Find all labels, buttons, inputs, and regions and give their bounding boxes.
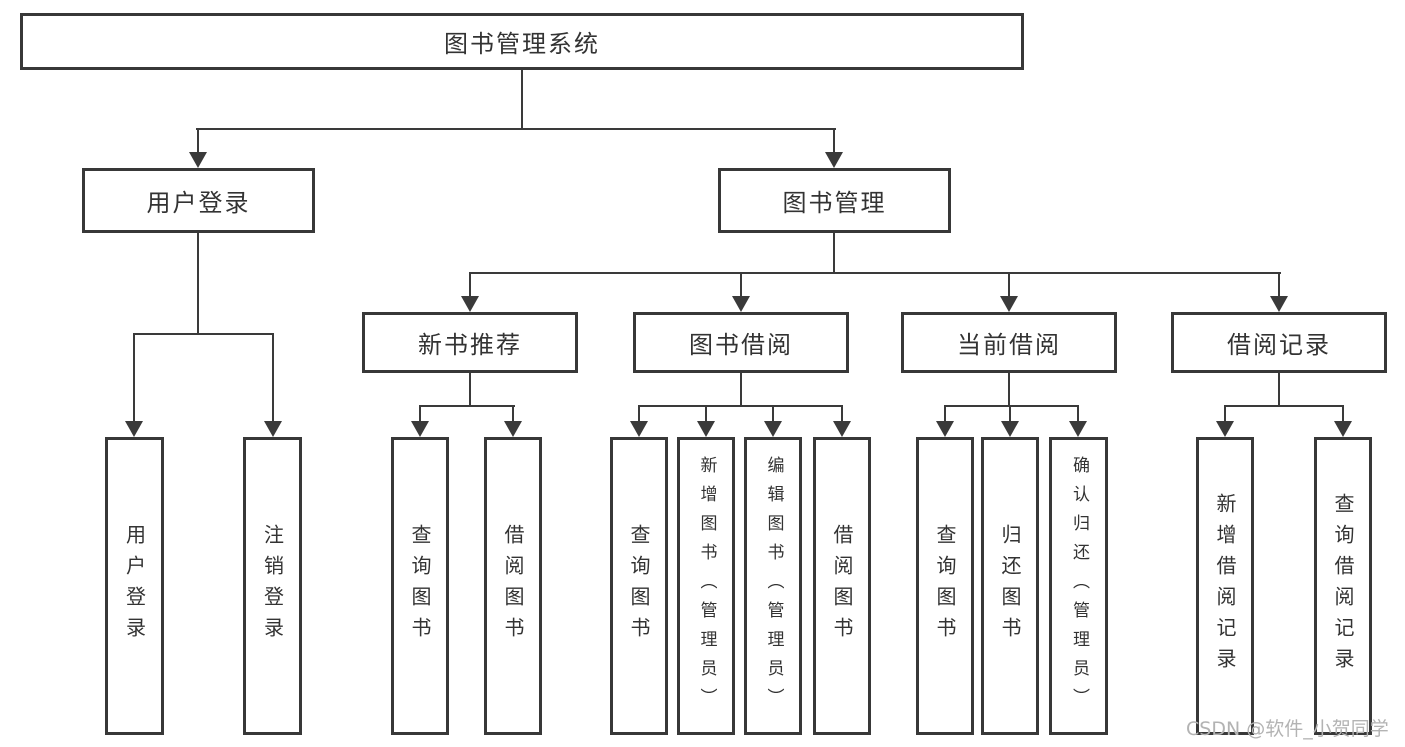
connector-level2-rail [196, 128, 836, 130]
arrowhead-down-icon [1001, 421, 1019, 437]
arrowhead-down-icon [936, 421, 954, 437]
connector-new-book-rec-drop [469, 373, 471, 406]
arrowhead-down-icon [732, 296, 750, 312]
connector-to-bb-borrow [841, 405, 843, 424]
arrowhead-down-icon [1000, 296, 1018, 312]
node-user-login: 用户登录 [82, 168, 315, 233]
node-book-mgmt: 图书管理 [718, 168, 951, 233]
node-cb-query-book: 查询图书 [916, 437, 974, 735]
connector-to-borrow-record [1278, 272, 1280, 300]
node-ul-logout: 注销登录 [243, 437, 302, 735]
connector-to-ul-logout [272, 333, 274, 425]
connector-to-ul-login [133, 333, 135, 425]
arrowhead-down-icon [1216, 421, 1234, 437]
connector-to-cb-confirm [1077, 405, 1079, 424]
connector-book-borrow-drop [740, 373, 742, 406]
connector-current-borrow-rail [944, 405, 1079, 407]
connector-to-new-book-rec [469, 272, 471, 300]
node-nbr-query-book: 查询图书 [391, 437, 449, 735]
arrowhead-down-icon [630, 421, 648, 437]
connector-to-user-login [197, 128, 199, 157]
arrowhead-down-icon [189, 152, 207, 168]
connector-to-cb-return [1009, 405, 1011, 424]
node-bb-edit-book: 编辑图书（管理员） [744, 437, 802, 735]
node-cb-confirm-return: 确认归还（管理员） [1049, 437, 1108, 735]
arrowhead-down-icon [461, 296, 479, 312]
arrowhead-down-icon [1334, 421, 1352, 437]
connector-borrow-record-rail [1224, 405, 1344, 407]
connector-to-nbr-query [419, 405, 421, 424]
node-current-borrow: 当前借阅 [901, 312, 1117, 373]
connector-to-bb-query [638, 405, 640, 424]
arrowhead-down-icon [697, 421, 715, 437]
node-nbr-borrow-book: 借阅图书 [484, 437, 542, 735]
arrowhead-down-icon [1069, 421, 1087, 437]
connector-level3-rail [469, 272, 1281, 274]
connector-to-nbr-borrow [512, 405, 514, 424]
connector-to-br-add [1224, 405, 1226, 424]
arrowhead-down-icon [764, 421, 782, 437]
connector-to-book-borrow [740, 272, 742, 300]
connector-user-login-rail [133, 333, 274, 335]
connector-root-drop [521, 69, 523, 130]
node-br-add-record: 新增借阅记录 [1196, 437, 1254, 735]
arrowhead-down-icon [411, 421, 429, 437]
node-bb-borrow-book: 借阅图书 [813, 437, 871, 735]
connector-to-current-borrow [1008, 272, 1010, 300]
connector-user-login-drop [197, 233, 199, 334]
arrowhead-down-icon [1270, 296, 1288, 312]
node-borrow-record: 借阅记录 [1171, 312, 1387, 373]
connector-to-br-query [1342, 405, 1344, 424]
csdn-watermark: CSDN @软件_小贺同学 [1186, 718, 1389, 740]
arrowhead-down-icon [125, 421, 143, 437]
arrowhead-down-icon [264, 421, 282, 437]
connector-to-cb-query [944, 405, 946, 424]
connector-book-borrow-rail [638, 405, 843, 407]
node-bb-query-book: 查询图书 [610, 437, 668, 735]
connector-to-bb-edit [772, 405, 774, 424]
node-bb-add-book: 新增图书（管理员） [677, 437, 735, 735]
connector-borrow-record-drop [1278, 373, 1280, 406]
connector-to-book-mgmt [833, 128, 835, 157]
node-new-book-rec: 新书推荐 [362, 312, 578, 373]
connector-current-borrow-drop [1008, 373, 1010, 406]
node-ul-user-login: 用户登录 [105, 437, 164, 735]
node-root: 图书管理系统 [20, 13, 1024, 70]
node-cb-return-book: 归还图书 [981, 437, 1039, 735]
connector-new-book-rec-rail [419, 405, 515, 407]
node-book-borrow: 图书借阅 [633, 312, 849, 373]
connector-book-mgmt-drop [833, 233, 835, 274]
connector-to-bb-add [705, 405, 707, 424]
arrowhead-down-icon [833, 421, 851, 437]
arrowhead-down-icon [825, 152, 843, 168]
arrowhead-down-icon [504, 421, 522, 437]
node-br-query-record: 查询借阅记录 [1314, 437, 1372, 735]
